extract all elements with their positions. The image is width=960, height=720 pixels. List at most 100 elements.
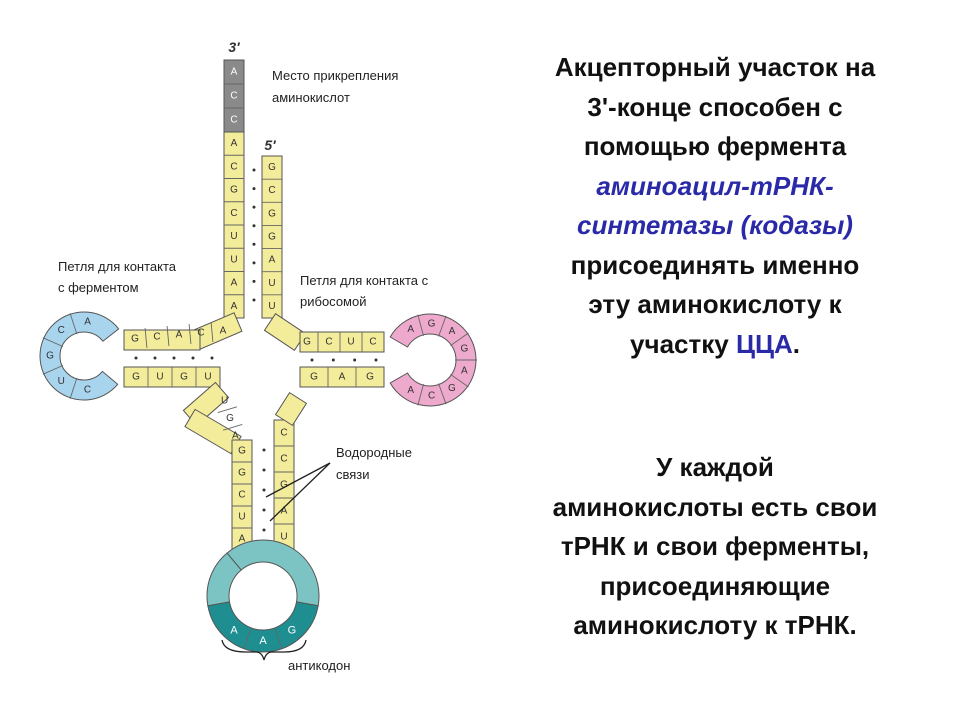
variable-divider — [217, 406, 238, 413]
t-arm-hbond-dot — [310, 358, 314, 362]
d-arm-hbond-dot — [191, 356, 195, 360]
anticodon-bracket — [221, 639, 307, 661]
t-arm-top-base: C — [325, 337, 332, 348]
acceptor-paragraph: Акцепторный участок на 3'-конце способен… — [470, 48, 960, 364]
anticodon-hbond-dot — [262, 448, 266, 452]
t-loop-base: G — [460, 344, 468, 355]
anticodon-codon-base: G — [288, 624, 297, 636]
anticodon-hbond-dot — [262, 508, 266, 512]
anticodon-loop-ring-left — [206, 552, 242, 607]
label-attachment-site-line1: Место прикрепления — [272, 68, 398, 83]
acceptor-left-base: U — [230, 231, 237, 242]
hbond-pointer-line-1 — [265, 462, 331, 498]
label-hydrogen-bonds-line1: Водородные — [336, 445, 412, 460]
t-arm-top-base: C — [369, 337, 376, 348]
d-arm-top-divider — [188, 324, 192, 344]
d-arm-hbond-dot — [153, 356, 157, 360]
d-arm-top-straight — [123, 329, 201, 351]
t-arm-bottom-base: G — [310, 372, 318, 383]
acceptor-hbond-dot — [252, 298, 256, 302]
d-arm-top-divider — [210, 322, 214, 342]
acceptor-right-base: G — [268, 162, 276, 173]
acceptor-left-base: G — [230, 185, 238, 196]
acceptor-right-base: A — [269, 255, 276, 266]
specificity-paragraph: У каждой аминокислоты есть свои тРНК и с… — [470, 448, 960, 646]
d-arm-bottom-base: G — [180, 372, 188, 383]
d-arm-bottom-base: U — [204, 372, 211, 383]
label-enzyme-loop-line1: Петля для контакта — [58, 259, 177, 274]
acceptor-line-7: эту аминокислоту к — [588, 289, 842, 319]
t-loop-base: A — [449, 326, 456, 337]
anticodon-codon-divider — [243, 627, 252, 649]
acceptor-left-base: A — [231, 301, 238, 312]
t-loop-base: C — [428, 390, 435, 401]
d-loop-divider — [42, 364, 64, 375]
acceptor-left-base: A — [231, 138, 238, 149]
anticodon-left-base: C — [238, 490, 245, 501]
anticodon-right-base: U — [280, 532, 287, 543]
t-arm-hbond-dot — [331, 358, 335, 362]
t-loop-base: A — [407, 324, 414, 335]
d-arm-top-base: G — [131, 334, 139, 345]
d-arm-hbond-dot — [210, 356, 214, 360]
d-loop-divider — [69, 313, 78, 335]
d-arm-top-divider — [166, 326, 170, 346]
acceptor-left-base: A — [231, 278, 238, 289]
variable-strand-2 — [184, 408, 242, 455]
d-arm-top-base: C — [153, 332, 160, 343]
anticodon-codon-base: A — [230, 624, 238, 636]
t-arm-bottom-base: G — [366, 372, 374, 383]
d-arm-top-base: A — [176, 330, 183, 341]
acceptor-hbond-dot — [252, 187, 256, 191]
anticodon-hbond-dot — [262, 468, 266, 472]
d-arm-top-base: A — [220, 326, 227, 337]
specificity-line-5: аминокислоту к тРНК. — [573, 610, 857, 640]
specificity-line-4: присоединяющие — [599, 570, 831, 601]
acceptor-line-3: помощью фермента — [583, 131, 847, 161]
specificity-line-3: тРНК и свои ферменты, — [560, 531, 870, 561]
d-arm-top-base: C — [197, 328, 204, 339]
three-prime-end-label: 3′ — [228, 39, 240, 55]
t-loop-divider — [417, 314, 424, 336]
t-loop-divider — [417, 384, 424, 406]
d-arm-bottom-base: G — [132, 372, 140, 383]
t-loop-divider — [438, 315, 447, 337]
anticodon-codon-divider — [274, 627, 283, 649]
t-arm-bottom-base: A — [339, 372, 346, 383]
anticodon-right-base: C — [280, 428, 287, 439]
acceptor-right-base: C — [268, 185, 275, 196]
acceptor-hbond-dot — [252, 168, 256, 172]
t-arm-top-base: G — [303, 337, 311, 348]
t-arm-top-base: U — [347, 337, 354, 348]
t-loop-divider — [450, 332, 469, 347]
acceptor-left-base: C — [230, 161, 237, 172]
anticodon-hbond-dot — [262, 488, 266, 492]
d-loop-divider — [42, 337, 64, 348]
label-ribosome-loop-line2: рибосомой — [300, 294, 366, 309]
acceptor-line-2: 3'-конце способен с — [587, 91, 843, 122]
anticodon-left-base: G — [238, 468, 246, 479]
acceptor-line-8-start: участку — [630, 328, 736, 359]
acceptor-line-8: участку ЦЦА. — [470, 325, 960, 365]
acceptor-left-base: U — [230, 254, 237, 265]
acceptor-hbond-dot — [252, 224, 256, 228]
d-arm-hbond-dot — [172, 356, 176, 360]
anticodon-right-base: A — [281, 506, 288, 517]
anticodon-left-base: A — [239, 534, 246, 545]
label-anticodon: антикодон — [288, 658, 350, 673]
label-attachment-site-line2: аминокислот — [272, 90, 350, 105]
acceptor-left-base: C — [230, 208, 237, 219]
acceptor-line-6: присоединять именно — [570, 249, 860, 280]
t-arm-top-strand — [299, 331, 385, 353]
d-arm-bottom-base: U — [156, 372, 163, 383]
hbond-pointer-line-2 — [269, 462, 331, 522]
label-ribosome-loop-line1: Петля для контакта с — [300, 273, 429, 288]
acceptor-hbond-dot — [252, 279, 256, 283]
acceptor-hbond-dot — [252, 261, 256, 265]
t-loop-base: A — [407, 385, 414, 396]
t-loop-base: G — [448, 383, 456, 394]
acceptor-tail-base: C — [230, 91, 237, 102]
anticodon-right-base: C — [280, 454, 287, 465]
cca-highlight: ЦЦА — [735, 328, 793, 359]
